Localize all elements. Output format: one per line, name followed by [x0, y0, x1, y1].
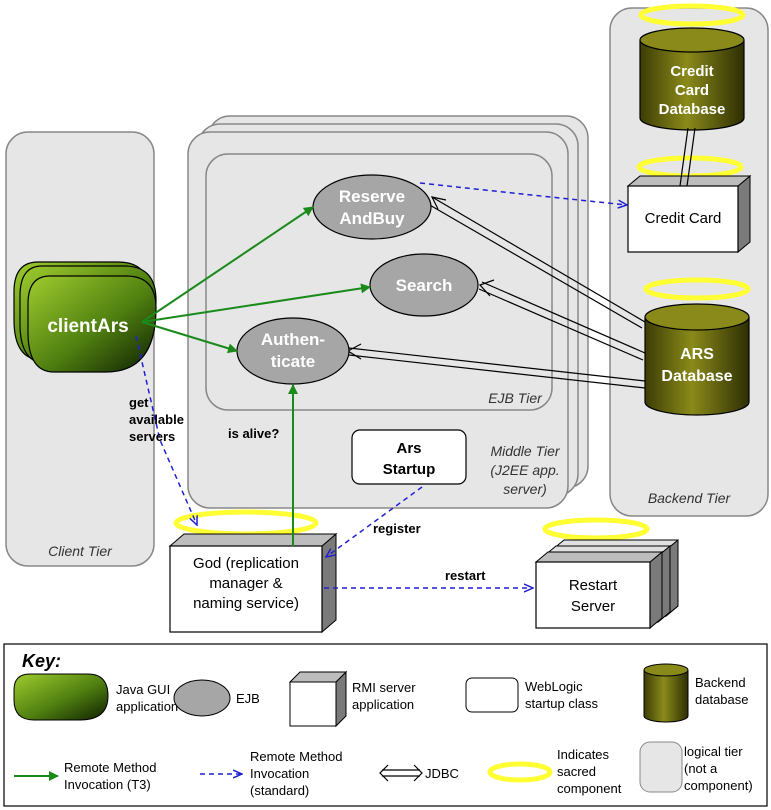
halo-restart — [542, 517, 650, 541]
key-ejb: EJB — [236, 691, 260, 706]
key-jdbc: JDBC — [425, 766, 459, 781]
client-ars: clientArs — [13, 261, 157, 373]
edge-label-get-3: servers — [129, 429, 175, 444]
key-t3-2: Invocation (T3) — [64, 777, 151, 792]
key-rmi-1: RMI server — [352, 680, 416, 695]
middle-tier-label-2: (J2EE app. — [490, 462, 559, 478]
rmi-server-key-icon — [288, 670, 348, 728]
key-std-2: Invocation — [250, 766, 309, 781]
credit-card-label: Credit Card — [645, 210, 722, 227]
auth-label-2: ticate — [271, 352, 315, 371]
halo-god — [173, 509, 319, 537]
halo-ccdb — [638, 3, 746, 27]
ejb-authenticate: Authen- ticate — [236, 317, 350, 385]
ars-startup-label-2: Startup — [383, 461, 436, 478]
key-backend-2: database — [695, 692, 749, 707]
ccdb-label-3: Database — [659, 101, 726, 118]
edge-label-register: register — [373, 521, 421, 536]
ars-startup: Ars Startup — [351, 429, 467, 485]
backend-db-key-icon — [643, 663, 689, 723]
edge-label-is-alive: is alive? — [228, 426, 279, 441]
restart-server: Restart Server — [534, 538, 679, 630]
key-std-3: (standard) — [250, 783, 309, 798]
middle-tier-label-1: Middle Tier — [490, 443, 560, 459]
key-std-1: Remote Method — [250, 749, 343, 764]
key-title: Key: — [22, 651, 61, 671]
key-tier-1: logical tier — [684, 744, 743, 759]
sacred-halo-key-icon — [487, 761, 553, 783]
key-rmi-2: application — [352, 697, 414, 712]
jdbc-links — [346, 127, 696, 389]
key-sacred-1: Indicates — [557, 747, 610, 762]
credit-card-database: Credit Card Database — [639, 27, 745, 131]
key-sacred-3: component — [557, 781, 622, 796]
god-label-3: naming service) — [193, 595, 299, 612]
ars-startup-label-1: Ars — [396, 440, 421, 457]
key-java-gui-1: Java GUI — [116, 682, 170, 697]
key-tier-2: (not a — [684, 761, 718, 776]
key-tier-3: component) — [684, 778, 753, 793]
ccdb-label-2: Card — [675, 82, 709, 99]
halo-ars-db — [643, 277, 751, 301]
tier-key-icon — [639, 741, 683, 793]
reserve-label-1: Reserve — [339, 187, 405, 206]
rmi-standard-arrows — [135, 182, 627, 588]
arsdb-label-1: ARS — [680, 346, 714, 363]
god-naming-service: God (replication manager & naming servic… — [168, 532, 338, 634]
edge-label-restart: restart — [445, 568, 486, 583]
arsdb-label-2: Database — [661, 368, 732, 385]
key-java-gui-2: application — [116, 699, 178, 714]
key-legend: Key: Java GUI application EJB RMI server… — [3, 643, 768, 807]
java-gui-icon — [13, 673, 109, 721]
key-t3-1: Remote Method — [64, 760, 157, 775]
search-label: Search — [396, 276, 453, 295]
t3-arrows — [141, 206, 371, 546]
god-label-1: God (replication — [193, 555, 299, 572]
edge-label-get-2: available — [129, 412, 184, 427]
ejb-reserve-and-buy: Reserve AndBuy — [312, 174, 432, 240]
credit-card-rmi-server: Credit Card — [626, 174, 752, 254]
ccdb-label-1: Credit — [670, 63, 713, 80]
restart-label-2: Server — [571, 598, 615, 615]
key-weblogic-2: startup class — [525, 696, 598, 711]
ejb-search: Search — [369, 253, 479, 317]
jdbc-key-icon — [379, 764, 423, 782]
client-ars-label: clientArs — [47, 316, 128, 337]
ars-database: ARS Database — [644, 303, 750, 416]
god-label-2: manager & — [209, 575, 282, 592]
middle-tier-label-3: server) — [503, 481, 547, 497]
auth-label-1: Authen- — [261, 330, 325, 349]
key-weblogic-1: WebLogic — [525, 679, 583, 694]
ejb-tier-label: EJB Tier — [488, 390, 543, 406]
key-sacred-2: sacred — [557, 764, 596, 779]
edge-label-get-1: get — [129, 395, 149, 410]
reserve-label-2: AndBuy — [339, 209, 405, 228]
backend-tier-label: Backend Tier — [648, 490, 732, 506]
client-tier-label: Client Tier — [48, 543, 113, 559]
restart-label-1: Restart — [569, 577, 618, 594]
weblogic-key-icon — [465, 677, 519, 713]
ejb-key-icon — [173, 679, 231, 717]
key-backend-1: Backend — [695, 675, 746, 690]
